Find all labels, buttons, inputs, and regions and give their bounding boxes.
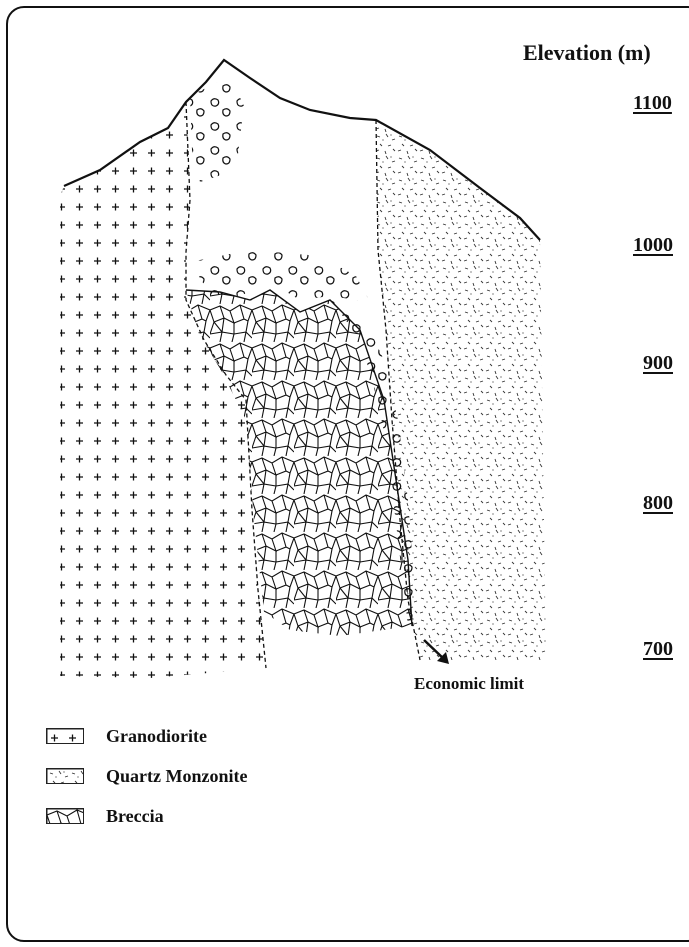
elevation-tick-1000: 1000 <box>633 234 673 256</box>
elevation-tick-1100: 1100 <box>633 92 672 114</box>
elevation-tick-900: 900 <box>643 352 673 374</box>
granodiorite-swatch-icon <box>46 728 84 744</box>
pebble-rim-zone <box>330 300 420 630</box>
granodiorite-contact <box>185 101 267 669</box>
breccia-swatch-icon <box>46 808 84 824</box>
quartz-monzonite-body <box>376 120 546 660</box>
granodiorite-body <box>60 102 266 678</box>
economic-limit-label: Economic limit <box>414 674 525 693</box>
elevation-tick-700: 700 <box>643 638 673 660</box>
legend-label-granodiorite: Granodiorite <box>106 725 207 746</box>
quartz-monzonite-swatch-icon <box>46 768 84 784</box>
legend-label-quartz-monzonite: Quartz Monzonite <box>106 765 248 786</box>
elevation-axis-title: Elevation (m) <box>523 40 651 65</box>
pebble-mid-zone <box>190 250 370 302</box>
economic-limit-arrow <box>423 639 449 664</box>
legend-label-breccia: Breccia <box>106 805 164 826</box>
breccia-body <box>186 290 412 636</box>
mountain-profile <box>63 58 541 241</box>
legend-item-breccia: Breccia <box>46 802 164 830</box>
figure-frame <box>6 6 689 942</box>
pebble-upper-zone <box>190 76 244 182</box>
legend-item-granodiorite: Granodiorite <box>46 722 207 750</box>
breccia-outline <box>185 289 413 627</box>
elevation-tick-800: 800 <box>643 492 673 514</box>
legend-item-quartz-monzonite: Quartz Monzonite <box>46 762 247 790</box>
